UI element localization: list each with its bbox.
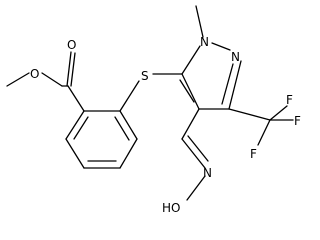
bond-n-methyl: [195, 5, 204, 38]
ring-nitrogen-label: N: [231, 50, 240, 64]
bond-carbonyl-double-a: [66, 51, 72, 87]
bond-benzene-3: [119, 138, 138, 169]
methyl-nitrogen-label: N: [200, 35, 209, 49]
ester-oxygen-label: O: [30, 67, 39, 81]
bond-cf3-f-top: [269, 105, 288, 121]
bond-c5-n1: [181, 45, 201, 75]
fluorine-top-label: F: [286, 93, 293, 107]
bond-methoxy-methyl: [6, 72, 30, 87]
bond-carbonyl-ring: [67, 85, 85, 112]
bond-n-o: [186, 175, 206, 201]
bond-ch-n-double-a: [181, 138, 206, 169]
bond-ring-sulfur: [119, 80, 140, 112]
bond-c4-c5: [181, 73, 200, 110]
fluorine-left-label: F: [250, 147, 257, 161]
bond-n1-n2: [211, 42, 231, 51]
molecule-structure: O O S N N F F F N HO: [6, 5, 301, 215]
oxime-nitrogen-label: N: [203, 166, 212, 180]
bond-cf3-f-left: [257, 119, 271, 146]
carbonyl-oxygen-label: O: [67, 38, 76, 52]
bond-c4-ch: [181, 108, 200, 140]
bond-benzene-2-inner: [114, 116, 130, 141]
bond-n2-c3: [228, 60, 242, 110]
fluorine-right-label: F: [294, 114, 301, 128]
hydroxyl-label: HO: [162, 201, 180, 215]
bond-benzene-6: [65, 110, 85, 140]
bond-ch-n-double-b: [187, 135, 209, 162]
bond-benzene-6-inner: [73, 116, 89, 140]
bond-c3-cf3: [228, 108, 271, 121]
sulfur-label: S: [141, 69, 149, 83]
bond-methoxy-o: [41, 72, 63, 87]
bond-benzene-5: [65, 138, 85, 169]
bond-benzene-2: [119, 110, 138, 140]
bond-n2-c3-inner: [221, 63, 234, 105]
bond-carbonyl-double-b: [70, 52, 76, 87]
bond-c4-c5-inner: [179, 79, 195, 103]
